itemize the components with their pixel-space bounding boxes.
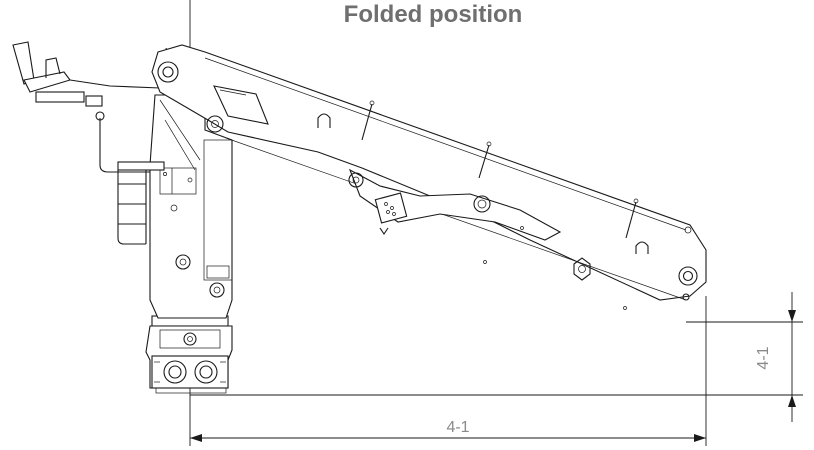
length-dimension-label: 4-1	[446, 419, 469, 436]
secondary-boom	[348, 168, 627, 310]
height-dimension-label: 4-1	[755, 346, 772, 369]
crane-base	[145, 315, 233, 394]
drawing-title: Folded position	[343, 1, 523, 28]
main-boom	[151, 44, 707, 301]
operator-platform	[12, 41, 177, 245]
length-dimension	[190, 296, 707, 446]
height-dimension	[190, 292, 803, 422]
crane-column	[149, 94, 233, 319]
